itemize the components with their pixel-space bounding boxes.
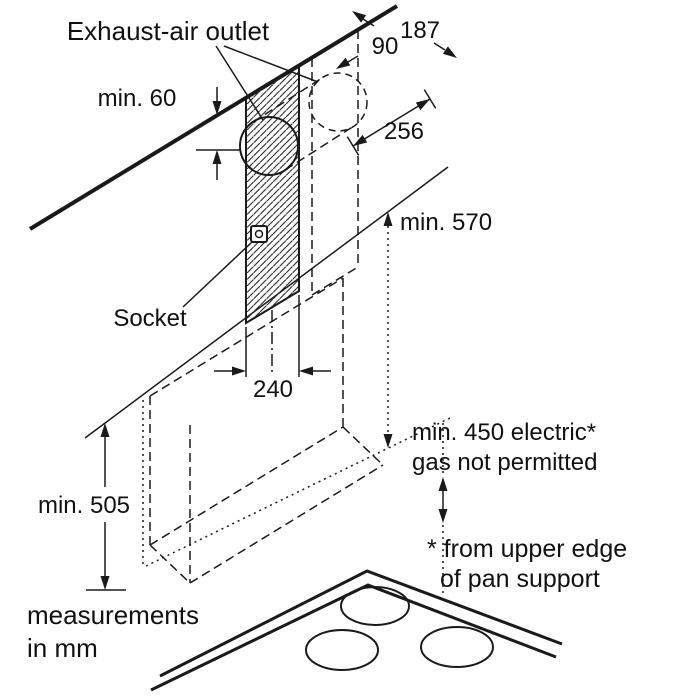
dimension-256	[346, 89, 437, 156]
dimension-240	[214, 295, 331, 377]
socket-leader-line	[182, 242, 252, 308]
socket-symbol	[250, 225, 268, 243]
dim-min505-label: min. 505	[38, 492, 130, 519]
exhaust-outlet-circle	[239, 116, 299, 176]
dimension-min505	[86, 423, 126, 591]
footnote-line2: of pan support	[440, 565, 600, 593]
dimension-min570	[383, 212, 393, 448]
units-note-line1: measurements	[27, 600, 199, 630]
dim-187-label: 187	[400, 17, 440, 44]
dim-min60-label: min. 60	[98, 85, 177, 112]
exhaust-outlet-group	[239, 72, 368, 176]
dim-min450-label-line2: gas not permitted	[412, 449, 597, 476]
exhaust-outlet-label: Exhaust-air outlet	[67, 16, 270, 46]
alternate-flue-outline	[311, 30, 359, 296]
burner-left	[305, 629, 379, 671]
dim-min450-label-line1: min. 450 electric*	[412, 419, 596, 446]
chimney-duct	[245, 63, 300, 325]
cooktop-edge-front	[150, 583, 557, 692]
cooktop-edge-back	[159, 569, 563, 678]
cooktop-group	[150, 569, 563, 692]
dim-256-label: 256	[384, 118, 424, 145]
burner-right	[420, 626, 494, 668]
footnote-line1: * from upper edge	[427, 535, 627, 563]
dim-min570-label: min. 570	[400, 209, 492, 236]
dimension-min450	[438, 423, 448, 594]
socket-label: Socket	[113, 305, 187, 332]
hood-dashed-outline	[149, 277, 384, 584]
exhaust-leader-lines	[215, 45, 319, 121]
dimension-187	[352, 11, 457, 58]
dimension-90	[336, 55, 359, 69]
exhaust-outlet-circle-dashed	[308, 72, 368, 132]
hood-lower-edge-reference-line	[145, 417, 451, 567]
dimension-min60	[196, 87, 240, 180]
burner-top	[340, 586, 410, 626]
dim-240-label: 240	[253, 376, 293, 403]
dim-90-label: 90	[372, 33, 399, 60]
units-note-line2: in mm	[27, 633, 98, 663]
ceiling-line	[28, 4, 399, 231]
